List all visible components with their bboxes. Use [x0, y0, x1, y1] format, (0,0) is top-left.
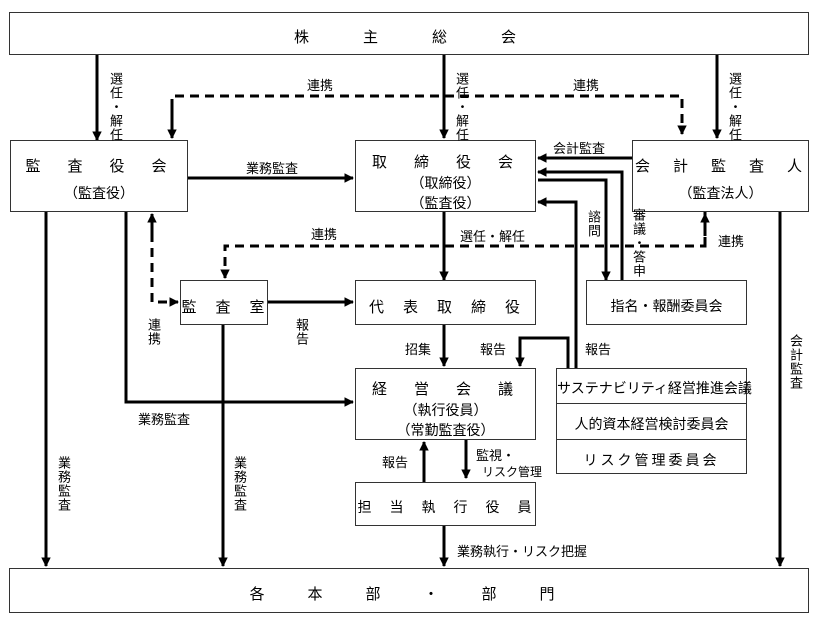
- human-capital-label: 人的資本経営検討委員会: [574, 417, 729, 433]
- management-sub2: （常勤監査役）: [396, 423, 495, 439]
- label-report-management: 報告: [480, 343, 507, 358]
- label-elect-representative: 選任・解任: [460, 230, 526, 245]
- label-deliberate: 審議・答申: [630, 208, 645, 278]
- auditors-sub: （監査役）: [64, 186, 134, 202]
- divisions-box: 各 本 部 ・ 部 門: [9, 568, 809, 613]
- label-report-board: 報告: [585, 343, 612, 358]
- nomination-label: 指名・報酬委員会: [610, 299, 723, 315]
- label-business-audit-top: 業務監査: [246, 162, 299, 177]
- audit-office-label: 監 査 室: [181, 298, 267, 316]
- management-label: 経 営 会 議: [371, 380, 519, 398]
- officers-label: 担 当 執 行 役 員: [357, 500, 534, 516]
- dashed-renkei-top: [170, 94, 687, 138]
- board-sub1: （取締役）: [410, 176, 481, 192]
- label-recruit: 招集: [405, 343, 432, 358]
- label-accounting-audit-top: 会計監査: [553, 142, 606, 157]
- label-report-officers: 報告: [382, 456, 409, 471]
- label-monitor-1: 監視・: [476, 449, 516, 464]
- arrow-consult: [538, 178, 611, 281]
- shareholders-label: 株 主 総 会: [293, 28, 524, 46]
- label-monitor-2: リスク管理: [482, 465, 543, 479]
- label-renkei-mid: 連携: [311, 228, 338, 243]
- label-elect-left: 選任・解任: [107, 72, 122, 142]
- label-report-left: 報告: [293, 318, 308, 346]
- shareholders-box: 株 主 総 会: [9, 12, 809, 55]
- accounting-auditor-box: 会 計 監 査 人 （監査法人）: [632, 140, 809, 212]
- label-accounting-audit-right: 会計監査: [787, 334, 802, 390]
- nomination-box: 指名・報酬委員会: [586, 280, 747, 325]
- arrow-deliberate: [537, 167, 624, 280]
- accounting-auditor-label: 会 計 監 査 人: [634, 157, 806, 175]
- label-elect-center: 選任・解任: [453, 72, 468, 142]
- arrow-report-to-management: [515, 336, 570, 368]
- committee-divider-1: [557, 403, 746, 404]
- sustainability-label: サステナビリティ経営推進会議: [557, 381, 752, 397]
- arrow-auditors-to-management: [124, 212, 354, 407]
- committee-divider-2: [557, 439, 746, 440]
- label-renkei-right: 連携: [718, 235, 745, 250]
- label-elect-right: 選任・解任: [726, 72, 741, 142]
- board-box: 取 締 役 会 （取締役） （監査役）: [355, 140, 536, 212]
- label-consult: 諮問: [585, 210, 600, 238]
- arrow-report-to-board: [537, 197, 578, 368]
- label-renkei-top-right: 連携: [573, 79, 600, 94]
- board-label: 取 締 役 会: [371, 153, 519, 171]
- label-business-audit-left: 業務監査: [55, 456, 70, 512]
- divisions-label: 各 本 部 ・ 部 門: [249, 585, 569, 603]
- audit-office-box: 監 査 室: [180, 280, 268, 325]
- management-box: 経 営 会 議 （執行役員） （常勤監査役）: [355, 368, 536, 440]
- label-renkei-top-left: 連携: [307, 79, 334, 94]
- auditors-label: 監 査 役 会: [25, 157, 173, 175]
- label-business-audit-mid: 業務監査: [138, 413, 191, 428]
- auditors-box: 監 査 役 会 （監査役）: [10, 140, 188, 212]
- committees-box: サステナビリティ経営推進会議 人的資本経営検討委員会 リスク管理委員会: [556, 368, 752, 474]
- management-sub1: （執行役員）: [403, 403, 488, 419]
- officers-box: 担 当 執 行 役 員: [355, 482, 536, 526]
- accounting-auditor-sub: （監査法人）: [678, 186, 763, 202]
- label-renkei-left: 連携: [145, 318, 160, 346]
- label-business-audit-office: 業務監査: [231, 456, 246, 512]
- representative-label: 代 表 取 締 役: [368, 298, 522, 316]
- risk-label: リスク管理委員会: [583, 453, 720, 469]
- representative-box: 代 表 取 締 役: [355, 280, 536, 325]
- dashed-auditors-audit-office: [150, 218, 179, 307]
- board-sub2: （監査役）: [410, 196, 481, 212]
- label-execution: 業務執行・リスク把握: [457, 545, 588, 560]
